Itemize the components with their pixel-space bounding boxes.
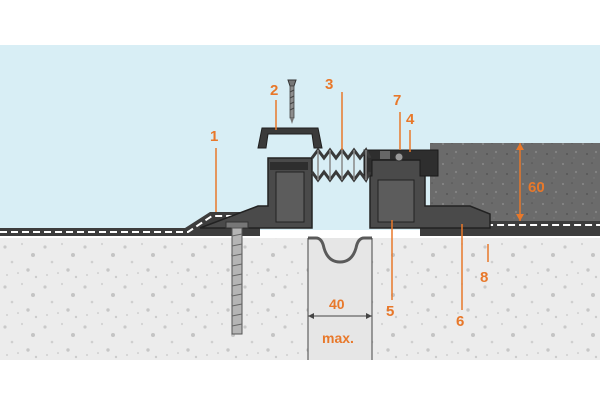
callout-8: 8 <box>480 269 488 286</box>
gap-max-label: max. <box>322 330 354 346</box>
right-profile-chamber <box>377 179 415 223</box>
left-profile-chamber <box>275 171 305 223</box>
callout-1: 1 <box>210 128 218 145</box>
callout-5: 5 <box>386 303 394 320</box>
callout-6: 6 <box>456 313 464 330</box>
callout-4: 4 <box>406 111 415 128</box>
concrete-slab-right <box>372 238 600 360</box>
seal-loop <box>308 236 372 264</box>
covering-height-label: 60 <box>528 179 545 196</box>
callout-7: 7 <box>393 92 401 109</box>
fixing-screw-icon <box>394 152 404 162</box>
leader-lines <box>215 92 489 310</box>
callout-3: 3 <box>325 76 333 93</box>
concrete-slab-left <box>0 238 308 360</box>
membrane-left <box>0 215 258 233</box>
left-profile-top <box>270 162 308 170</box>
screw-icon <box>287 79 297 124</box>
clamp-insert <box>380 151 390 159</box>
gap-width-label: 40 <box>329 296 345 312</box>
floor-covering-left <box>0 212 260 236</box>
callout-2: 2 <box>270 82 278 99</box>
cover-cap <box>257 127 323 149</box>
joint-gap <box>308 238 372 360</box>
anchor-bolt-icon <box>225 221 249 335</box>
